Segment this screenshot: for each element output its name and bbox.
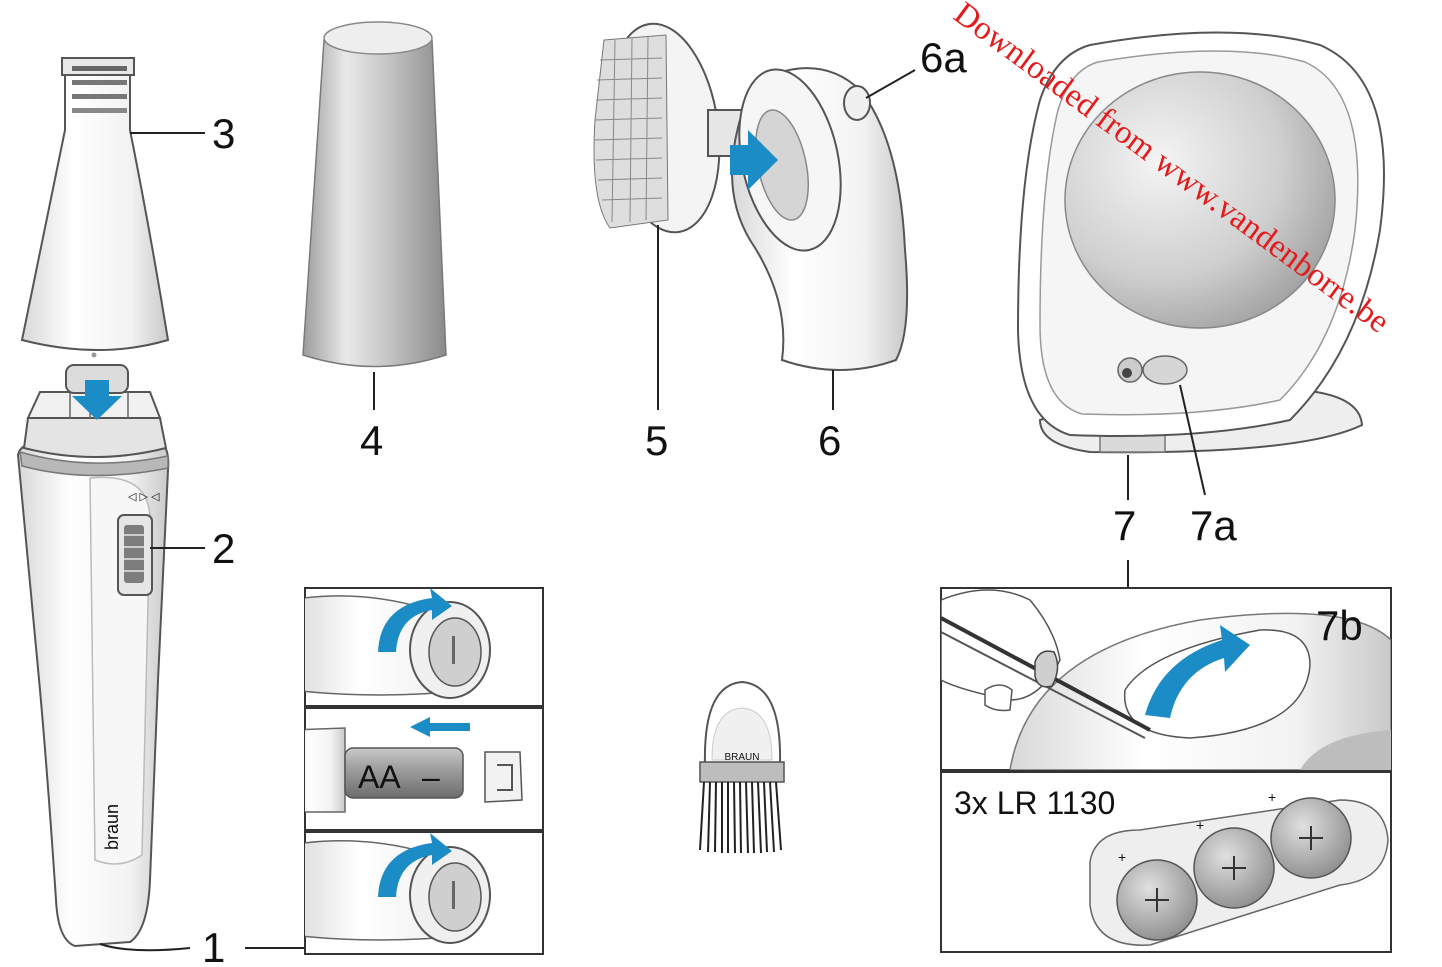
battery-aa-label: AA [358, 759, 401, 795]
release-button-6a [844, 86, 870, 120]
brush-brand-text: BRAUN [724, 752, 759, 763]
battery-minus-label: – [422, 759, 440, 795]
label-7a: 7a [1190, 502, 1237, 549]
handle-brand-text: braun [102, 804, 122, 850]
label-4: 4 [360, 417, 383, 464]
label-5: 5 [645, 417, 668, 464]
svg-text:+: + [1196, 817, 1204, 833]
svg-text:+: + [1268, 789, 1276, 805]
svg-text:+: + [1118, 849, 1126, 865]
mirror-battery-step: + + + 3x LR 1130 [941, 772, 1391, 952]
label-6a: 6a [920, 34, 967, 81]
battery-spec-text: 3x LR 1130 [954, 785, 1115, 821]
battery-step-2: AA – [290, 708, 543, 830]
label-7: 7 [1113, 502, 1136, 549]
label-6: 6 [818, 417, 841, 464]
cleansing-head-3 [22, 58, 168, 358]
label-7b: 7b [1316, 602, 1363, 649]
brush-holder-6 [724, 60, 907, 370]
svg-text:◁ ▷ ◁: ◁ ▷ ◁ [128, 491, 160, 503]
label-2: 2 [212, 525, 235, 572]
cleaning-brush: BRAUN [700, 682, 784, 853]
label-3: 3 [212, 110, 235, 157]
device-handle: ◁ ▷ ◁ braun [18, 442, 168, 946]
protective-cap-4 [303, 22, 446, 367]
mirror-switch-7a [1143, 356, 1187, 384]
label-1: 1 [202, 924, 225, 967]
brush-attachment-5 [594, 17, 744, 240]
device-coupling [24, 365, 166, 457]
battery-step-1 [290, 588, 543, 706]
battery-step-3 [290, 832, 543, 954]
